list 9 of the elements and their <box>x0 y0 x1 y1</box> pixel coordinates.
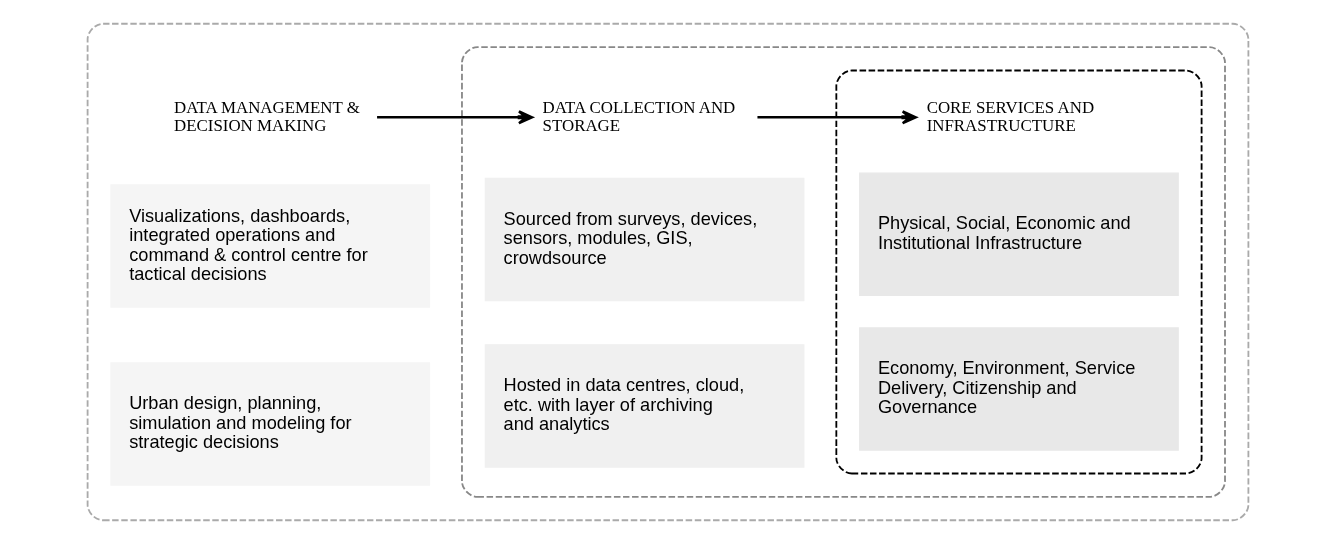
node-text: DATA MANAGEMENT & DECISION MAKING <box>173 97 360 135</box>
node-box: Physical, Social, Economic and Institutional Infrastructure <box>858 172 1179 297</box>
cluster <box>834 69 1202 475</box>
cluster <box>86 22 1249 522</box>
node-text: DATA COLLECTION AND STORAGE <box>542 97 735 135</box>
node-text: CORE SERVICES AND INFRASTRUCTURE <box>926 97 1094 135</box>
cluster <box>460 46 1226 498</box>
arrow <box>756 110 917 125</box>
arrow <box>376 110 533 125</box>
